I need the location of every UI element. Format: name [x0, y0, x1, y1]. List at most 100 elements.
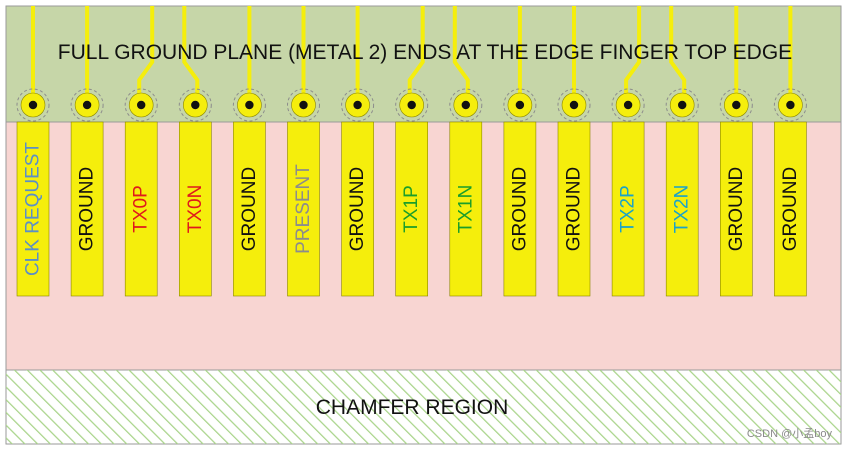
via-hole	[786, 100, 795, 110]
via-hole	[407, 100, 416, 110]
via	[395, 88, 429, 122]
via-keepout-ring	[124, 88, 158, 122]
via-hole	[28, 100, 38, 110]
edge-finger: PRESENT	[287, 121, 320, 297]
via-hole	[678, 100, 687, 110]
via-hole	[569, 100, 579, 110]
finger-label: TX0P	[131, 185, 152, 233]
finger-label: GROUND	[509, 167, 530, 251]
via-keepout-ring	[341, 88, 375, 122]
finger-label: TX2N	[672, 185, 693, 234]
finger-label: GROUND	[726, 167, 747, 251]
edge-finger: CLK REQUEST	[16, 121, 50, 297]
finger-label: GROUND	[239, 167, 260, 251]
edge-finger: TX2P	[611, 121, 645, 297]
finger-pad	[287, 121, 320, 297]
finger-pad	[665, 121, 699, 297]
finger-pad	[70, 121, 104, 297]
via-hole	[245, 100, 254, 110]
via-keepout-ring	[557, 88, 591, 122]
finger-pad	[503, 121, 537, 297]
finger-pad	[16, 121, 50, 297]
via	[449, 88, 483, 122]
finger-pad	[179, 121, 212, 297]
via	[611, 88, 645, 122]
edge-fingers: CLK REQUEST GROUND TX0P TX0N GROUND PRESENT GR…	[16, 121, 807, 297]
via-keepout-ring	[449, 88, 483, 122]
finger-pad	[774, 121, 807, 297]
via-keepout-ring	[395, 88, 429, 122]
signal-trace	[137, 6, 155, 105]
via	[287, 88, 320, 122]
finger-label: GROUND	[780, 167, 801, 251]
via	[16, 88, 50, 122]
via-keepout-ring	[611, 88, 645, 122]
finger-label: GROUND	[564, 167, 585, 251]
edge-finger: GROUND	[719, 121, 753, 297]
via-keepout-ring	[16, 88, 50, 122]
edge-finger: GROUND	[341, 121, 374, 297]
edge-finger: GROUND	[774, 121, 807, 297]
via-keepout-ring	[773, 88, 807, 122]
signal-trace	[624, 6, 642, 105]
finger-label: TX1N	[455, 185, 476, 234]
finger-label: GROUND	[347, 167, 368, 251]
via-hole	[515, 100, 525, 110]
edge-finger: GROUND	[70, 121, 104, 297]
signal-trace	[669, 6, 687, 105]
via	[665, 88, 699, 122]
via-keepout-ring	[287, 88, 320, 122]
finger-label: TX1P	[401, 185, 422, 233]
via-keepout-ring	[665, 88, 699, 122]
ground-plane-title: FULL GROUND PLANE (METAL 2) ENDS AT THE …	[58, 41, 792, 64]
via	[178, 88, 212, 122]
signal-trace	[407, 6, 425, 105]
via	[557, 88, 591, 122]
via	[124, 88, 158, 122]
edge-finger: GROUND	[557, 121, 591, 297]
via-hole	[191, 100, 200, 110]
via-keepout-ring	[503, 88, 537, 122]
via	[232, 88, 266, 122]
chamfer-hatch	[6, 370, 841, 444]
finger-pad	[395, 121, 429, 297]
trace-layer	[31, 6, 793, 105]
via-hole	[732, 100, 741, 110]
finger-label: CLK REQUEST	[23, 142, 44, 276]
via-keepout-ring	[232, 88, 266, 122]
finger-label: GROUND	[77, 167, 98, 251]
finger-label: TX2P	[618, 185, 639, 233]
via-layer	[16, 88, 807, 122]
finger-pad	[719, 121, 753, 297]
finger-pad	[611, 121, 645, 297]
edge-finger: GROUND	[503, 121, 537, 297]
via	[341, 88, 375, 122]
finger-pad	[124, 121, 158, 297]
via-hole	[623, 100, 633, 110]
via-keepout-ring	[719, 88, 753, 122]
edge-finger: TX2N	[665, 121, 699, 297]
edge-finger: TX1N	[449, 121, 483, 297]
via	[70, 88, 104, 122]
edge-finger: TX0N	[179, 121, 212, 297]
finger-pad	[449, 121, 483, 297]
via-hole	[353, 100, 362, 110]
via-hole	[461, 100, 470, 110]
finger-pad	[341, 121, 374, 297]
via	[503, 88, 537, 122]
via-hole	[137, 100, 146, 110]
via	[719, 88, 753, 122]
finger-label: TX0N	[185, 185, 206, 234]
edge-finger: TX0P	[124, 121, 158, 297]
finger-label: PRESENT	[293, 164, 314, 254]
chamfer-region-label: CHAMFER REGION	[316, 396, 509, 419]
signal-trace	[182, 6, 200, 105]
via-keepout-ring	[70, 88, 104, 122]
via-hole	[299, 100, 308, 110]
edge-finger: TX1P	[395, 121, 429, 297]
finger-pad	[557, 121, 591, 297]
watermark: CSDN @小孟boy	[747, 427, 833, 440]
signal-trace	[452, 6, 470, 105]
via-hole	[82, 100, 92, 110]
